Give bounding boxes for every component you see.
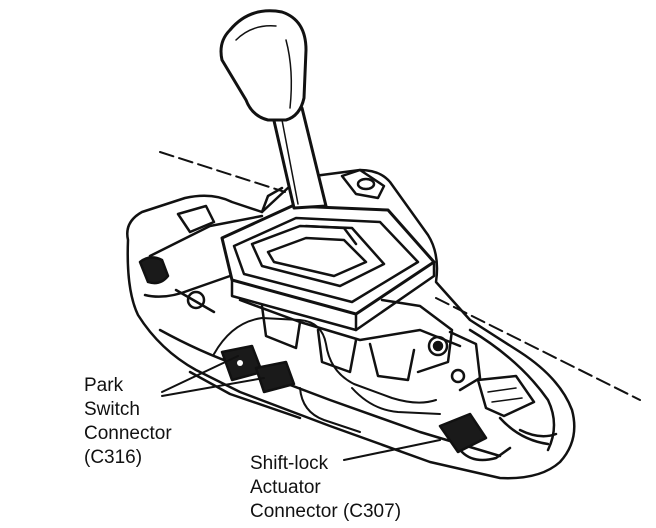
centerline-lower: [435, 297, 641, 401]
shift-knob: [219, 9, 308, 122]
shift-callout-line3: Connector (C307): [250, 501, 402, 522]
park-callout-line3: Connector: [84, 423, 172, 444]
wiring-harness: [213, 317, 437, 404]
shift-lock-connector: [438, 412, 488, 454]
shift-callout-line1: Shift-lock: [250, 453, 329, 474]
console-housing: [126, 168, 576, 480]
park-leader-line-1: [161, 355, 239, 393]
park-callout-line2: Switch: [84, 399, 140, 420]
shift-lock-callout: Shift-lock Actuator Connector (C307): [250, 452, 401, 524]
shift-lock-leader-line: [343, 439, 441, 461]
shift-callout-line2: Actuator: [250, 477, 321, 498]
park-callout-line1: Park: [84, 375, 124, 396]
park-leader-line-2: [161, 377, 265, 397]
centerline-upper: [159, 151, 286, 193]
park-callout-line4: (C316): [84, 447, 143, 468]
park-switch-callout: Park Switch Connector (C316): [84, 374, 172, 470]
shift-lever: [270, 106, 328, 210]
indicator-window: [250, 224, 386, 288]
